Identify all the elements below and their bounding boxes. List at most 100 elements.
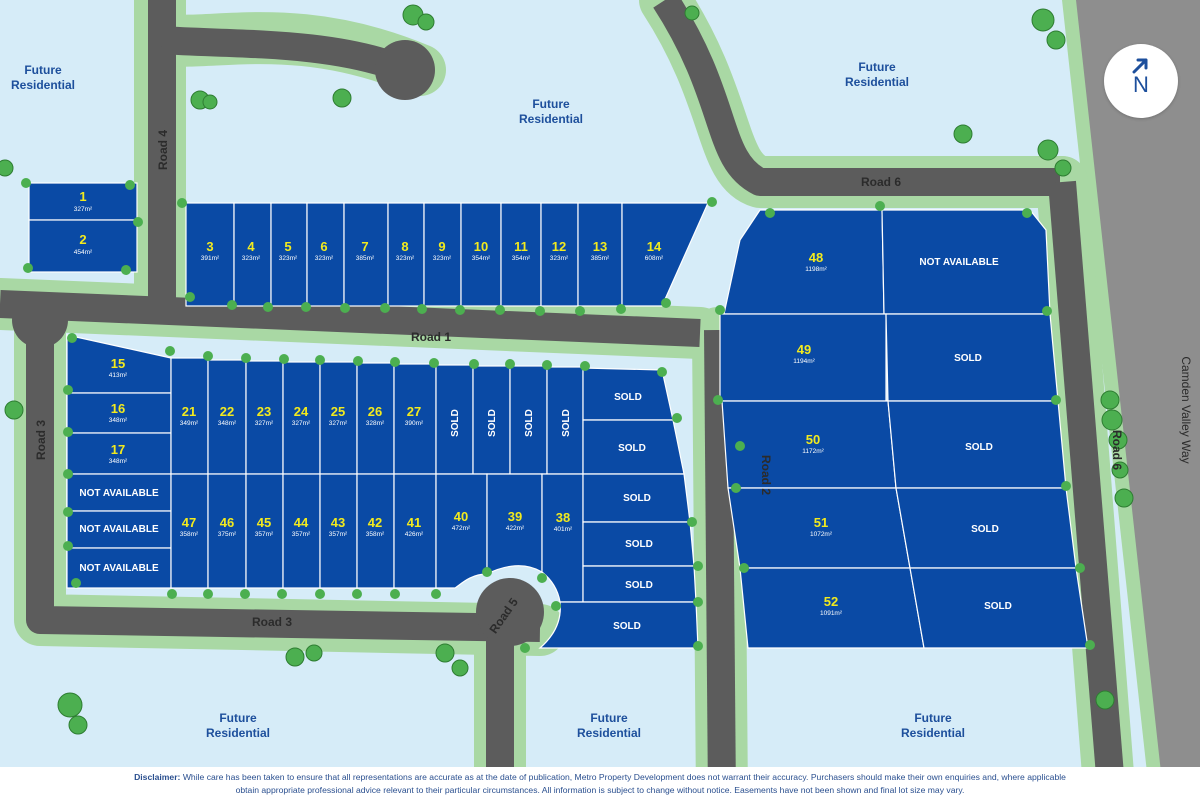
- lot-8[interactable]: [387, 202, 425, 307]
- disclaimer-line-2: obtain appropriate professional advice r…: [235, 784, 965, 795]
- lot-area: 357m²: [329, 531, 348, 538]
- lot-area: 385m²: [356, 255, 375, 262]
- lot-number: 5: [284, 239, 291, 254]
- camden-valley-way: [1076, 0, 1200, 800]
- status-badge: NOT AVAILABLE: [79, 563, 159, 574]
- lot-number: 6: [320, 239, 327, 254]
- north-compass: N: [1104, 44, 1178, 118]
- lot-area: 354m²: [512, 255, 531, 262]
- lot-number: 25: [331, 404, 345, 419]
- verge-shrubs: [21, 178, 1095, 653]
- road-label-road-3-west: Road 3: [34, 420, 48, 460]
- trees: [0, 4, 1134, 735]
- lot-10[interactable]: [460, 202, 502, 307]
- lot-area: 390m²: [405, 420, 424, 427]
- road-label-road-3-south: Road 3: [252, 615, 292, 629]
- lot-area: 348m²: [218, 420, 237, 427]
- lot-46[interactable]: [207, 473, 247, 589]
- lot-37[interactable]: [538, 601, 699, 649]
- lot-18[interactable]: [66, 473, 172, 512]
- lot-area: 472m²: [452, 525, 471, 532]
- lot-29[interactable]: [472, 365, 511, 475]
- lot-number: 38: [556, 510, 570, 525]
- lot-number: 2: [79, 232, 86, 247]
- status-badge: SOLD: [561, 409, 572, 437]
- lot-area: 323m²: [279, 255, 298, 262]
- status-badge: SOLD: [618, 443, 646, 454]
- lot-number: 13: [593, 239, 607, 254]
- lot-number: 14: [647, 239, 662, 254]
- lot-number: 49: [797, 342, 811, 357]
- lot-11[interactable]: [500, 202, 542, 307]
- lot-42[interactable]: [356, 473, 395, 589]
- lot-27[interactable]: [393, 363, 437, 475]
- lot-number: 1: [79, 189, 86, 204]
- lot-41[interactable]: [393, 473, 437, 589]
- status-badge: SOLD: [524, 409, 535, 437]
- lot-44[interactable]: [282, 473, 321, 589]
- lot-area: 608m²: [645, 255, 664, 262]
- status-badge: SOLD: [954, 353, 982, 364]
- lot-area: 1194m²: [793, 358, 815, 365]
- lot-number: 10: [474, 239, 488, 254]
- lot-block-middle: [66, 334, 699, 649]
- lot-number: 27: [407, 404, 421, 419]
- lot-number: 43: [331, 515, 345, 530]
- lot-31[interactable]: [546, 366, 584, 475]
- road-label-road-2: Road 2: [759, 455, 773, 495]
- lot-22[interactable]: [207, 359, 247, 475]
- lot-area: 327m²: [255, 420, 274, 427]
- lot-39[interactable]: [486, 473, 543, 575]
- road-6-north: [653, 0, 1060, 196]
- lot-area: 327m²: [74, 206, 93, 213]
- lot-1[interactable]: [28, 182, 138, 221]
- road-label-road-1: Road 1: [411, 330, 451, 344]
- lot-number: 48: [809, 250, 823, 265]
- road-1: [0, 290, 701, 347]
- lot-12[interactable]: [540, 202, 579, 307]
- status-badge: SOLD: [625, 580, 653, 591]
- lot-block-top: [28, 182, 709, 307]
- lot-number: 44: [294, 515, 309, 530]
- lot-20[interactable]: [66, 547, 172, 589]
- lot-13[interactable]: [577, 202, 623, 307]
- lot-number: 4: [247, 239, 255, 254]
- lot-number: 41: [407, 515, 421, 530]
- lot-6[interactable]: [306, 202, 345, 307]
- lot-area: 323m²: [433, 255, 452, 262]
- lot-43[interactable]: [319, 473, 358, 589]
- lot-9[interactable]: [423, 202, 462, 307]
- status-badge: SOLD: [625, 539, 653, 550]
- lot-area: 357m²: [292, 531, 311, 538]
- lot-area: 401m²: [554, 526, 573, 533]
- lot-area: 1198m²: [805, 266, 827, 273]
- lot-number: 8: [401, 239, 408, 254]
- lot-area: 422m²: [506, 525, 525, 532]
- lot-5[interactable]: [270, 202, 308, 307]
- lot-block-right: [719, 209, 1089, 649]
- lot-area: 354m²: [472, 255, 491, 262]
- lot-49[interactable]: [719, 313, 887, 402]
- status-labels: NOT AVAILABLE NOT AVAILABLE NOT AVAILABL…: [79, 257, 1012, 632]
- lot-16[interactable]: [66, 392, 172, 434]
- lot-4[interactable]: [233, 202, 272, 307]
- lot-area: 385m²: [591, 255, 610, 262]
- lot-area: 454m²: [74, 249, 93, 256]
- lot-3[interactable]: [185, 202, 235, 307]
- status-badge: SOLD: [614, 392, 642, 403]
- lot-53[interactable]: [881, 209, 1051, 315]
- lot-area: 1172m²: [802, 448, 824, 455]
- lot-2[interactable]: [28, 219, 138, 273]
- lot-area: 323m²: [550, 255, 569, 262]
- lot-area: 375m²: [218, 531, 237, 538]
- lot-number: 21: [182, 404, 196, 419]
- lot-number: 16: [111, 401, 125, 416]
- lot-area: 327m²: [329, 420, 348, 427]
- lot-number: 46: [220, 515, 234, 530]
